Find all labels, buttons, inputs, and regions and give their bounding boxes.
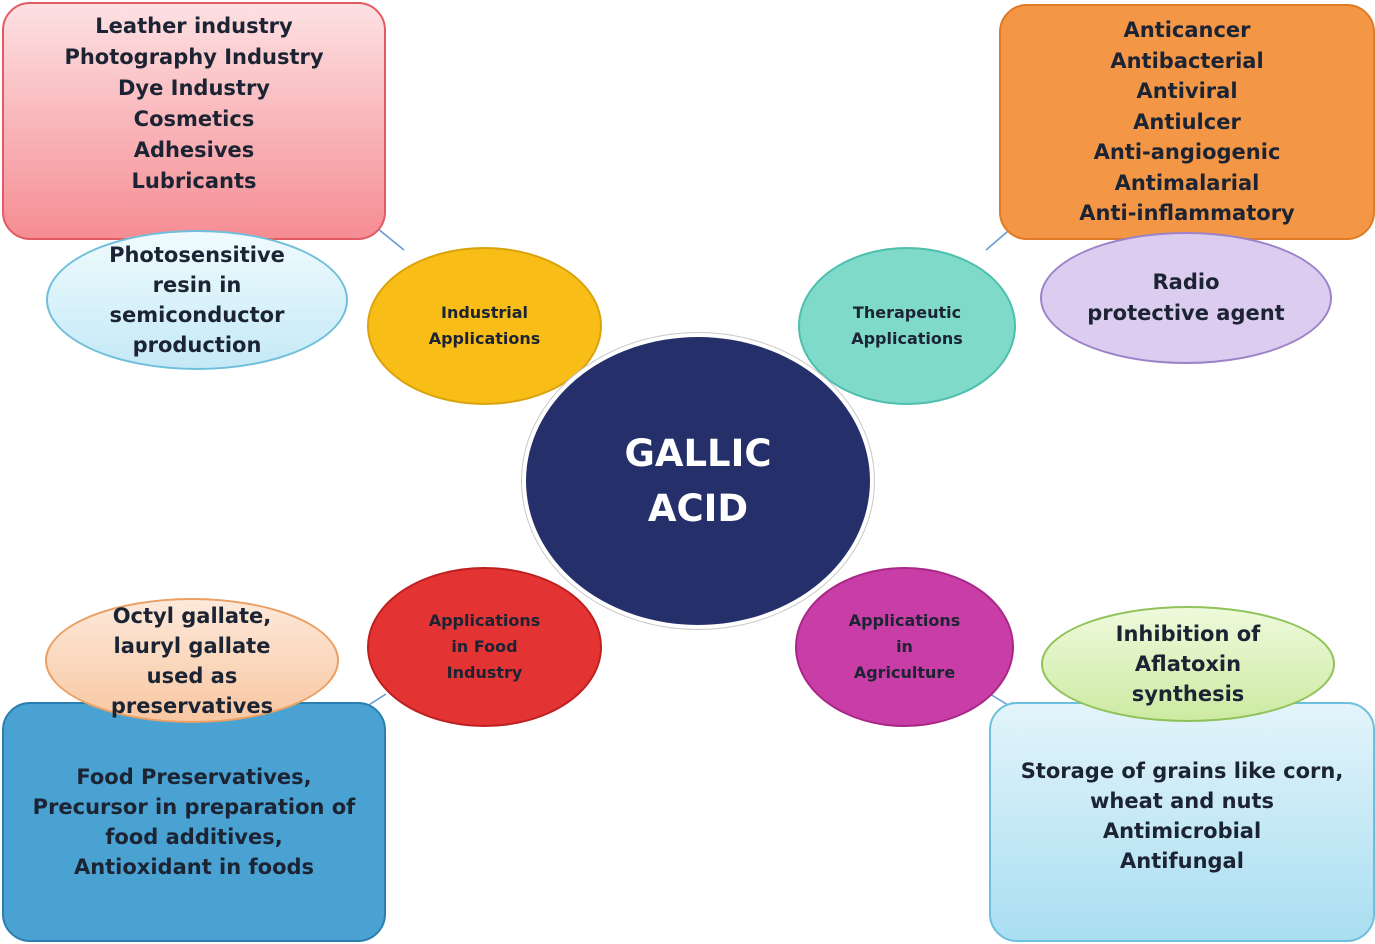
industrial-uses-box-line-4: Cosmetics [133, 107, 255, 131]
gallic-acid-center-node-line-2: ACID [647, 487, 749, 530]
industrial-applications-node-line-1: Industrial [440, 303, 528, 322]
gallate-preservatives-oval: Octyl gallate, lauryl gallate used as prese… [45, 598, 339, 723]
gallate-preservatives-oval-line-4: preservatives [110, 693, 274, 718]
therapeutic-uses-box-line-6: Antimalarial [1114, 170, 1260, 195]
food-uses-box-line-1: Food Preservatives, [76, 765, 312, 789]
gallate-preservatives-oval-line-1: Octyl gallate, [112, 603, 272, 628]
industrial-uses-box-line-6: Lubricants [131, 169, 257, 193]
radio-protective-oval-line-1: Radio [1152, 270, 1220, 294]
agriculture-applications-node-line-1: Applications [848, 611, 961, 630]
gallate-preservatives-oval-line-2: lauryl gallate [113, 633, 271, 658]
gallate-preservatives-oval-line-3: used as [146, 663, 238, 688]
gallic-acid-center-node-line-1: GALLIC [624, 432, 772, 475]
photosensitive-resin-oval: Photosensitive resin in semiconductor produ… [46, 230, 348, 370]
industrial-uses-box-line-5: Adhesives [133, 138, 255, 162]
therapeutic-uses-box-line-3: Antiviral [1136, 79, 1238, 104]
food-uses-box: Food Preservatives, Precursor in preparat… [2, 702, 386, 942]
food-industry-applications-node-line-3: Industry [446, 663, 523, 682]
photosensitive-resin-oval-line-1: Photosensitive [109, 243, 285, 267]
photosensitive-resin-oval-line-2: resin in [152, 273, 242, 297]
radio-protective-oval: Radio protective agent [1040, 232, 1332, 364]
agriculture-uses-box: Storage of grains like corn, wheat and nu… [989, 702, 1375, 942]
industrial-uses-box-line-2: Photography Industry [64, 45, 324, 69]
agriculture-applications-node-line-2: in [896, 637, 913, 656]
industrial-applications-node-line-2: Applications [428, 329, 541, 348]
agriculture-uses-box-line-2: wheat and nuts [1089, 789, 1275, 813]
photosensitive-resin-oval-line-3: semiconductor [109, 303, 285, 327]
therapeutic-applications-node-line-2: Applications [851, 329, 963, 348]
therapeutic-applications-node-line-1: Therapeutic [852, 303, 962, 322]
aflatoxin-inhibition-oval-line-3: synthesis [1131, 682, 1245, 706]
food-industry-applications-node-line-1: Applications [428, 611, 541, 630]
aflatoxin-inhibition-oval-line-2: Aflatoxin [1134, 652, 1242, 676]
therapeutic-uses-box-line-1: Anticancer [1123, 18, 1251, 43]
therapeutic-uses-box-line-2: Antibacterial [1110, 48, 1264, 73]
therapeutic-uses-box-line-4: Antiulcer [1133, 109, 1241, 134]
agriculture-uses-box-line-1: Storage of grains like corn, [1020, 759, 1344, 783]
agriculture-uses-box-line-3: Antimicrobial [1102, 819, 1262, 843]
food-uses-box-line-3: food additives, [105, 825, 283, 849]
food-uses-box-line-2: Precursor in preparation of [32, 795, 356, 819]
aflatoxin-inhibition-oval: Inhibition of Aflatoxin synthesis [1041, 606, 1335, 722]
agriculture-uses-box-line-4: Antifungal [1120, 849, 1244, 873]
industrial-uses-box-line-3: Dye Industry [117, 76, 270, 100]
radio-protective-oval-line-2: protective agent [1087, 301, 1285, 325]
photosensitive-resin-oval-line-4: production [132, 333, 262, 357]
industrial-uses-box-line-1: Leather industry [95, 14, 293, 38]
food-industry-applications-node-line-2: in Food [451, 637, 518, 656]
gallic-acid-center-node: GALLIC ACID [522, 333, 874, 629]
agriculture-applications-node-line-3: Agriculture [853, 663, 956, 682]
therapeutic-uses-box-line-7: Anti-inflammatory [1079, 201, 1295, 226]
food-uses-box-line-4: Antioxidant in foods [73, 855, 315, 879]
aflatoxin-inhibition-oval-line-1: Inhibition of [1115, 622, 1261, 646]
therapeutic-uses-box-line-5: Anti-angiogenic [1093, 140, 1281, 165]
